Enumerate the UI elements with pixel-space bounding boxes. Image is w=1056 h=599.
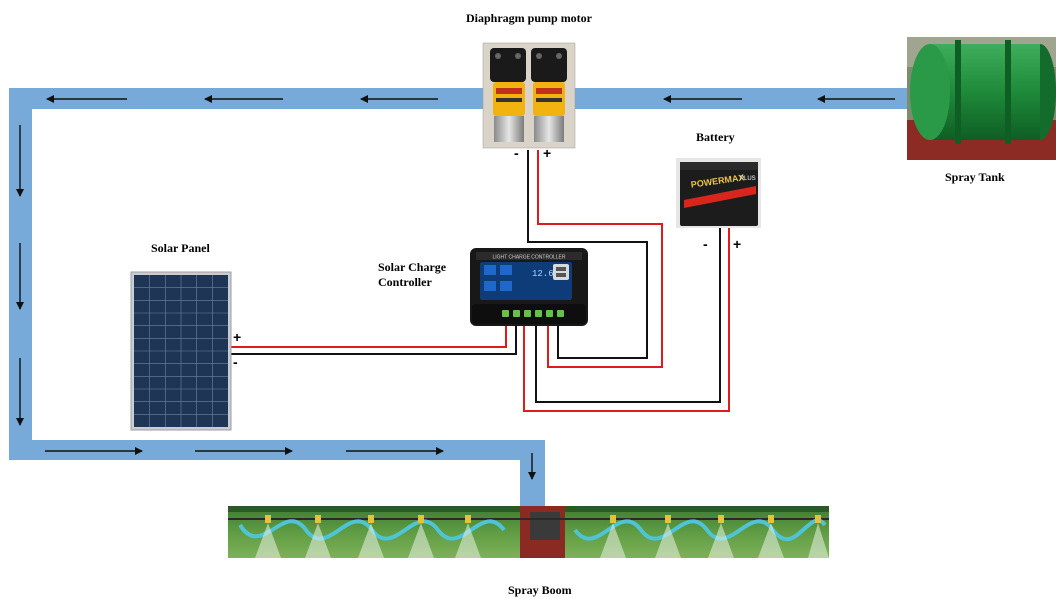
solar-panel-photo <box>131 272 231 430</box>
solar-positive-wire <box>231 323 506 347</box>
controller-label-line1: Solar Charge <box>378 260 446 275</box>
controller-label-line2: Controller <box>378 275 432 290</box>
pump-label: Diaphragm pump motor <box>466 11 592 26</box>
spray-tank-label: Spray Tank <box>945 170 1005 185</box>
controller-readout: 12.6 <box>532 269 554 279</box>
battery-plus-terminal: + <box>733 236 741 252</box>
solar-panel-label: Solar Panel <box>151 241 210 256</box>
solar-negative-wire <box>231 323 516 354</box>
spray-boom-photo <box>228 506 829 558</box>
solar-minus-terminal: - <box>233 354 238 370</box>
pipe-top <box>9 88 908 109</box>
pump-plus-terminal: + <box>543 145 551 161</box>
pump-minus-terminal: - <box>514 145 519 161</box>
pipe-bottom <box>9 440 545 460</box>
battery-brand-sub: PLUS <box>740 176 756 182</box>
spray-tank-photo <box>907 37 1056 160</box>
solar-plus-terminal: + <box>233 329 241 345</box>
charge-controller-photo: LIGHT CHARGE CONTROLLER 12.6 <box>470 248 588 326</box>
battery-label: Battery <box>696 130 735 145</box>
pump-photo <box>483 43 575 148</box>
battery-photo: POWERMAX PLUS <box>676 158 761 228</box>
battery-minus-terminal: - <box>703 236 708 252</box>
controller-header-text: LIGHT CHARGE CONTROLLER <box>493 255 566 261</box>
spray-boom-label: Spray Boom <box>508 583 572 598</box>
